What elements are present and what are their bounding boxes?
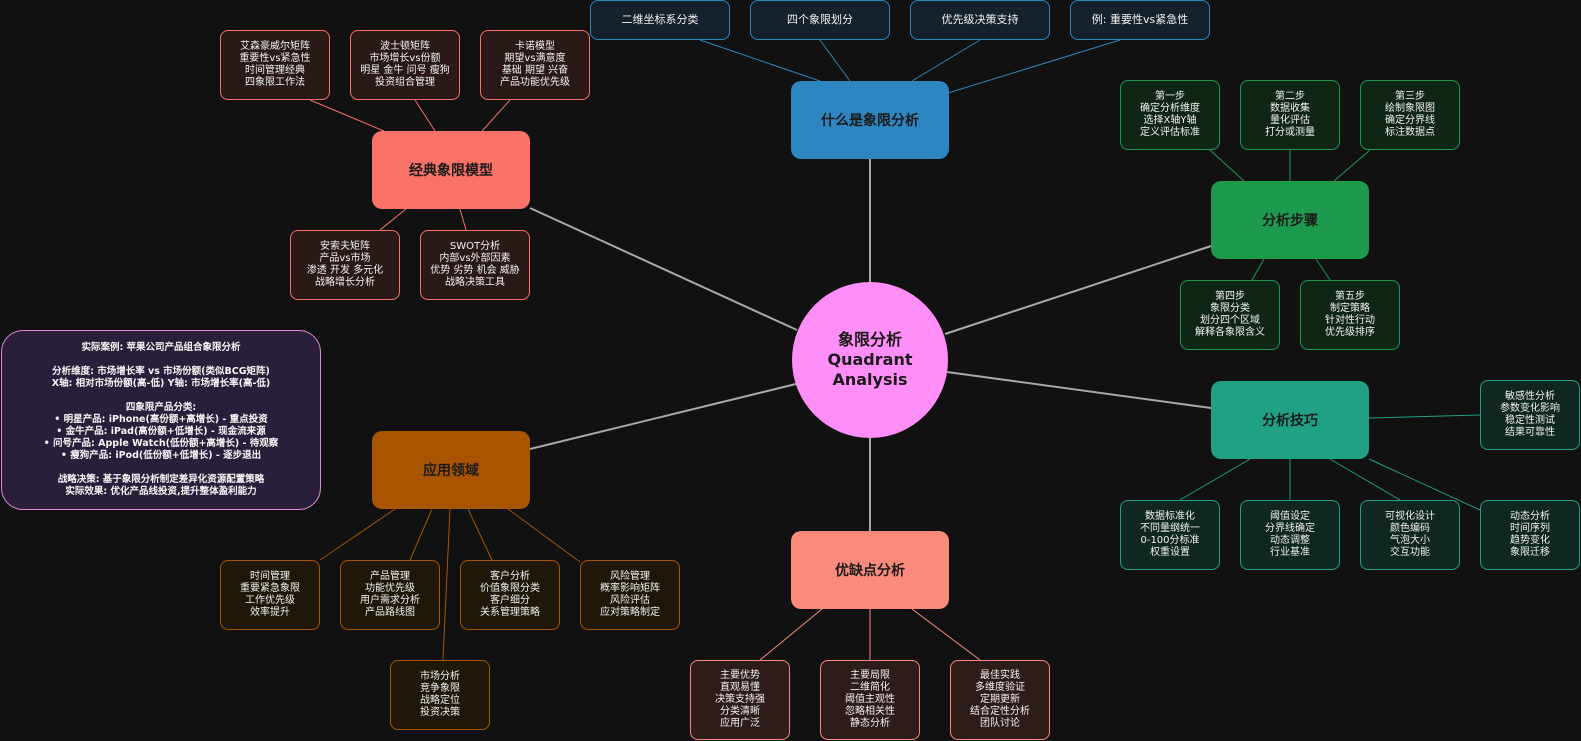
leaf-step-2[interactable]: 第二步 数据收集 量化评估 打分或测量: [1240, 80, 1340, 150]
branch-what-title: 什么是象限分析: [821, 113, 919, 129]
branch-applications[interactable]: 应用领域: [372, 431, 530, 509]
link-tips-2: [1179, 458, 1251, 501]
center-title-en: Quadrant Analysis: [827, 350, 913, 389]
link-tips-4: [1329, 458, 1401, 501]
leaf-advantages[interactable]: 主要优势 直观易懂 决策支持强 分类清晰 应用广泛: [690, 660, 790, 740]
link-what-4: [947, 39, 1121, 94]
leaf-eisenhower[interactable]: 艾森豪威尔矩阵 重要性vs紧急性 时间管理经典 四象限工作法: [220, 30, 330, 100]
link-tips-5: [1368, 458, 1481, 511]
leaf-best-practices[interactable]: 最佳实践 多维度验证 定期更新 结合定性分析 团队讨论: [950, 660, 1050, 740]
link-apps-5: [442, 508, 451, 661]
leaf-dynamic[interactable]: 动态分析 时间序列 趋势变化 象限迁移: [1480, 500, 1580, 570]
link-what-2: [819, 39, 851, 82]
leaf-time-management[interactable]: 时间管理 重要紧急象限 工作优先级 效率提升: [220, 560, 320, 630]
leaf-sensitivity[interactable]: 敏感性分析 参数变化影响 稳定性测试 结果可靠性: [1480, 380, 1580, 450]
leaf-ansoff[interactable]: 安索夫矩阵 产品vs市场 渗透 开发 多元化 战略增长分析: [290, 230, 400, 300]
branch-pros-title: 优缺点分析: [835, 563, 905, 579]
link-classic-5: [459, 208, 467, 231]
case-study-box[interactable]: 实际案例: 苹果公司产品组合象限分析 分析维度: 市场增长率 vs 市场份额(类…: [1, 330, 321, 510]
leaf-step-1[interactable]: 第一步 确定分析维度 选择X轴Y轴 定义评估标准: [1120, 80, 1220, 150]
leaf-bcg[interactable]: 波士顿矩阵 市场增长vs份额 明星 金牛 问号 瘦狗 投资组合管理: [350, 30, 460, 100]
link-pros-1: [759, 608, 823, 661]
center-title-cn: 象限分析: [837, 330, 902, 349]
branch-what-is-quadrant[interactable]: 什么是象限分析: [791, 81, 949, 159]
link-center-classic: [529, 207, 798, 331]
branch-classic-models[interactable]: 经典象限模型: [372, 131, 530, 209]
leaf-step-4[interactable]: 第四步 象限分类 划分四个区域 解释各象限含义: [1180, 280, 1280, 350]
link-steps-1: [1209, 149, 1245, 182]
link-apps-3: [467, 508, 493, 561]
link-apps-2: [409, 508, 433, 561]
link-tips-1: [1368, 414, 1481, 419]
leaf-step-5[interactable]: 第五步 制定策略 针对性行动 优先级排序: [1300, 280, 1400, 350]
link-classic-2: [414, 99, 436, 132]
branch-tips-title: 分析技巧: [1262, 413, 1318, 429]
link-apps-4: [507, 508, 581, 563]
link-what-1: [699, 39, 821, 82]
branch-steps-title: 分析步骤: [1262, 213, 1318, 229]
link-center-apps: [529, 383, 797, 450]
branch-pros-cons[interactable]: 优缺点分析: [791, 531, 949, 609]
leaf-what-1[interactable]: 二维坐标系分类: [590, 0, 730, 40]
leaf-what-3[interactable]: 优先级决策支持: [910, 0, 1050, 40]
link-classic-3: [481, 99, 511, 132]
leaf-product-management[interactable]: 产品管理 功能优先级 用户需求分析 产品路线图: [340, 560, 440, 630]
leaf-limitations[interactable]: 主要局限 二维简化 阈值主观性 忽略相关性 静态分析: [820, 660, 920, 740]
leaf-swot[interactable]: SWOT分析 内部vs外部因素 优势 劣势 机会 威胁 战略决策工具: [420, 230, 530, 300]
link-classic-4: [379, 208, 407, 231]
branch-apps-title: 应用领域: [423, 463, 479, 479]
branch-analysis-steps[interactable]: 分析步骤: [1211, 181, 1369, 259]
link-steps-4: [1251, 258, 1265, 281]
branch-classic-title: 经典象限模型: [409, 163, 493, 179]
branch-analysis-tips[interactable]: 分析技巧: [1211, 381, 1369, 459]
leaf-threshold[interactable]: 阈值设定 分界线确定 动态调整 行业基准: [1240, 500, 1340, 570]
link-steps-5: [1315, 258, 1331, 281]
link-what-3: [911, 39, 981, 82]
link-apps-1: [319, 508, 396, 561]
leaf-step-3[interactable]: 第三步 绘制象限图 确定分界线 标注数据点: [1360, 80, 1460, 150]
leaf-market-analysis[interactable]: 市场分析 竞争象限 战略定位 投资决策: [390, 660, 490, 730]
center-node[interactable]: 象限分析 Quadrant Analysis: [792, 282, 948, 438]
leaf-what-2[interactable]: 四个象限划分: [750, 0, 890, 40]
link-pros-3: [911, 608, 981, 661]
link-steps-3: [1333, 149, 1371, 182]
link-center-steps: [944, 245, 1212, 335]
link-center-tips: [946, 371, 1212, 409]
leaf-customer-analysis[interactable]: 客户分析 价值象限分类 客户细分 关系管理策略: [460, 560, 560, 630]
leaf-risk-management[interactable]: 风险管理 概率影响矩阵 风险评估 应对策略制定: [580, 560, 680, 630]
leaf-standardization[interactable]: 数据标准化 不同量纲统一 0-100分标准 权重设置: [1120, 500, 1220, 570]
leaf-kano[interactable]: 卡诺模型 期望vs满意度 基础 期望 兴奋 产品功能优先级: [480, 30, 590, 100]
leaf-visualization[interactable]: 可视化设计 颜色编码 气泡大小 交互功能: [1360, 500, 1460, 570]
link-classic-1: [309, 99, 385, 132]
leaf-what-4[interactable]: 例: 重要性vs紧急性: [1070, 0, 1210, 40]
